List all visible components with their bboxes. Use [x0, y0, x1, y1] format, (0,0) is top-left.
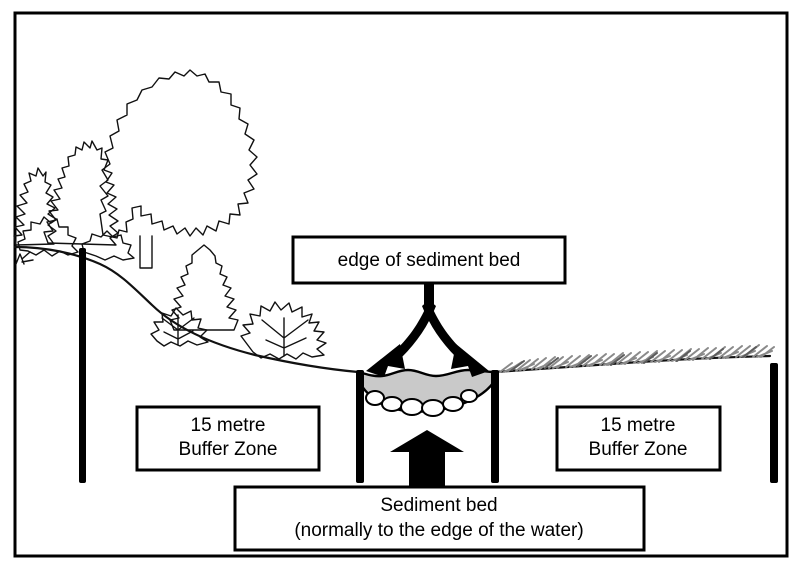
right-vegetation-group	[493, 344, 775, 374]
post-far-left	[79, 248, 86, 483]
right-buffer-zone-line2: Buffer Zone	[589, 439, 688, 460]
left-vegetation-group	[13, 69, 327, 360]
split-arrow-to-bed-edges	[366, 282, 489, 377]
right-buffer-zone-line1: 15 metre	[601, 415, 676, 436]
deciduous-tree-trunk	[139, 235, 153, 269]
conifer-tree-left-icon	[43, 140, 119, 246]
grass-tuft-hilltop-icon	[15, 251, 34, 265]
bush-upper-right-icon	[81, 230, 135, 261]
left-buffer-zone-line1: 15 metre	[191, 415, 266, 436]
post-bed-left-edge	[356, 370, 364, 483]
right-buffer-zone-box	[555, 405, 722, 472]
deciduous-tree-icon	[99, 69, 258, 239]
sediment-bed-caption-callout: Sediment bed (normally to the edge of th…	[233, 485, 646, 552]
post-far-right	[770, 363, 778, 483]
sediment-bed-caption-line2: (normally to the edge of the water)	[294, 520, 583, 541]
left-buffer-zone-box	[135, 405, 321, 472]
shrub-maple-icon	[240, 301, 327, 360]
grass-tufts-icon	[499, 344, 775, 373]
conifer-tree-midslope-icon	[169, 244, 239, 331]
up-arrow-to-sediment-bed	[390, 430, 464, 486]
right-buffer-zone-callout: 15 metre Buffer Zone	[555, 405, 722, 472]
left-buffer-zone-line2: Buffer Zone	[179, 439, 278, 460]
sediment-bed-caption-line1: Sediment bed	[380, 495, 497, 516]
conifer-tree-edge-icon	[13, 167, 57, 246]
shrub-small-left-veins	[161, 314, 195, 346]
sediment-bed-caption-box	[233, 485, 646, 552]
grass-tufts-accent-icon	[511, 346, 757, 371]
bush-upper-left-icon	[17, 216, 79, 257]
edge-of-sediment-bed-box	[291, 235, 567, 285]
edge-of-sediment-bed-label: edge of sediment bed	[338, 250, 521, 271]
shrub-maple-veins	[261, 317, 309, 357]
sediment-bed-group	[356, 368, 497, 417]
edge-of-sediment-bed-callout: edge of sediment bed	[291, 235, 567, 285]
left-bank-ground-line	[13, 245, 360, 374]
sediment-rocks-icon	[365, 389, 478, 417]
shrub-small-left-icon	[150, 307, 209, 347]
post-bed-right-edge	[491, 370, 499, 483]
diagram-border	[13, 11, 789, 558]
left-buffer-zone-callout: 15 metre Buffer Zone	[135, 405, 321, 472]
